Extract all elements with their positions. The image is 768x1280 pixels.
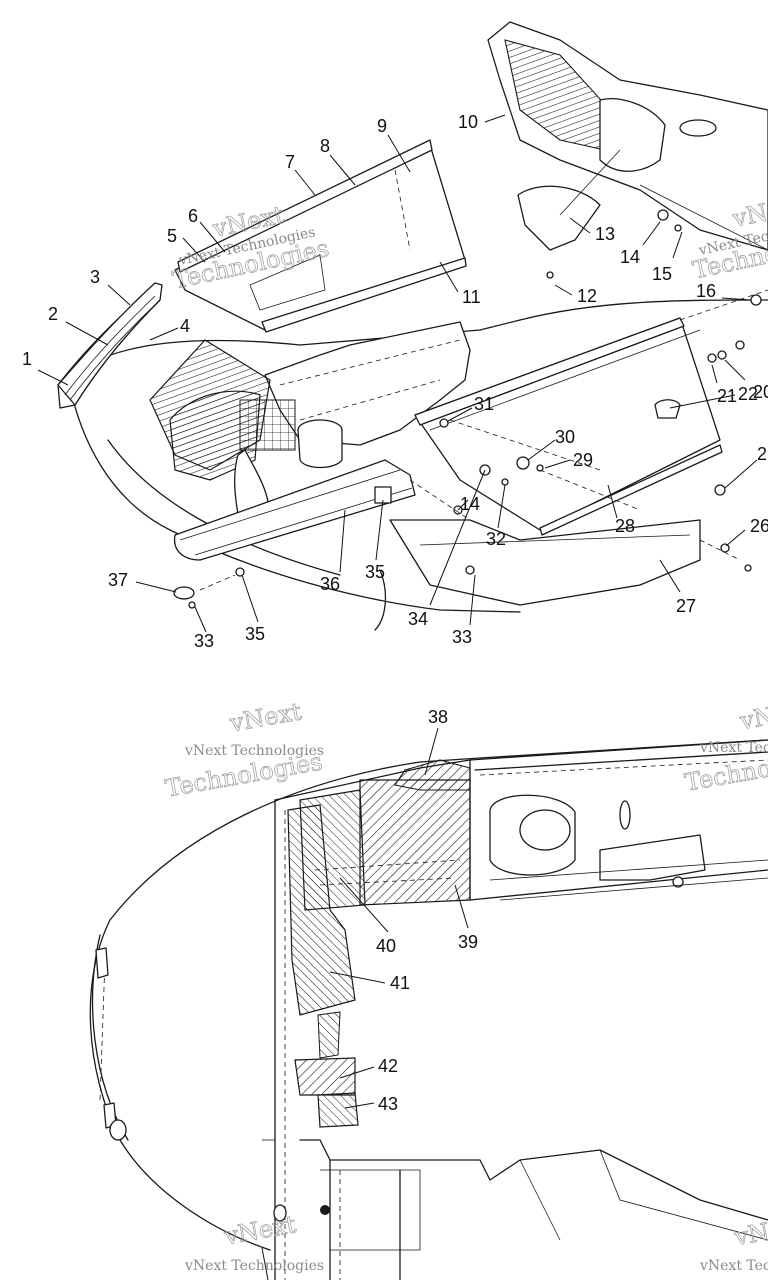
front-bumper-bar <box>173 459 416 561</box>
lower-hood-view <box>89 739 768 1280</box>
callout-33-right: 33 <box>452 627 472 647</box>
callout-7: 7 <box>285 152 295 172</box>
callout-14-top: 14 <box>620 247 640 267</box>
callout-35-low: 35 <box>245 624 265 644</box>
watermark-vnext-bottom: vNext <box>221 1210 298 1250</box>
callout-22: 22 <box>738 384 758 404</box>
callout-29: 29 <box>573 450 593 470</box>
callout-15: 15 <box>652 264 672 284</box>
callout-20: 20 <box>753 382 768 402</box>
watermark-vnext-technologies-mid: vNext Technologies <box>184 743 324 759</box>
callout-26: 26 <box>750 516 768 536</box>
callout-2-right: 2 <box>757 444 767 464</box>
callout-38: 38 <box>428 707 448 727</box>
callout-8: 8 <box>320 136 330 156</box>
callout-43: 43 <box>378 1094 398 1114</box>
hood-outline <box>69 299 768 376</box>
callout-21: 21 <box>717 386 737 406</box>
callout-12: 12 <box>577 286 597 306</box>
part-39-block <box>359 779 471 906</box>
part-43-block <box>317 1092 359 1128</box>
callout-28: 28 <box>615 516 635 536</box>
upper-leader-lines <box>37 114 758 633</box>
lower-skid-panel <box>389 519 701 606</box>
callout-34: 34 <box>408 609 428 629</box>
callout-14-mid: 14 <box>460 494 480 514</box>
callout-5: 5 <box>167 226 177 246</box>
callout-39: 39 <box>458 932 478 952</box>
callout-10: 10 <box>458 112 478 132</box>
watermark-vnext-technologies-mid-right: vNext Technologies <box>699 740 768 756</box>
callout-41: 41 <box>390 973 410 993</box>
watermark-vnext-mid-right: vNext <box>737 695 768 735</box>
watermark-vnext-technologies-bottom-right: vNext Technologies <box>699 1258 768 1274</box>
callout-35-mid: 35 <box>365 562 385 582</box>
callout-6: 6 <box>188 206 198 226</box>
callout-40: 40 <box>376 936 396 956</box>
lower-callout-labels: 38 39 40 41 42 43 <box>376 707 478 1114</box>
callout-3: 3 <box>90 267 100 287</box>
lower-leader-lines <box>261 727 469 1280</box>
callout-11: 11 <box>462 287 481 307</box>
callout-42: 42 <box>378 1056 398 1076</box>
callout-37: 37 <box>108 570 128 590</box>
callout-36: 36 <box>320 574 340 594</box>
watermark-vnext-bottom-right: vNext <box>731 1211 768 1251</box>
callout-1: 1 <box>22 349 32 369</box>
callout-16: 16 <box>696 281 716 301</box>
callout-31: 31 <box>474 394 494 414</box>
callout-33-left: 33 <box>194 631 214 651</box>
callout-30: 30 <box>555 427 575 447</box>
part-41-strip <box>287 804 356 1016</box>
upper-callout-labels: 1 2 3 4 5 6 7 8 9 10 11 12 13 14 15 16 2… <box>22 112 768 651</box>
callout-4: 4 <box>180 316 190 336</box>
callout-32: 32 <box>486 529 506 549</box>
callout-27: 27 <box>676 596 696 616</box>
louver-mesh <box>239 399 296 451</box>
callout-9: 9 <box>377 116 387 136</box>
upper-exploded-view <box>57 21 768 631</box>
watermark-vnext-mid: vNext <box>227 697 304 737</box>
callout-13: 13 <box>595 224 615 244</box>
watermark-vnext-technologies-bottom: vNext Technologies <box>184 1258 324 1274</box>
callout-2: 2 <box>48 304 58 324</box>
